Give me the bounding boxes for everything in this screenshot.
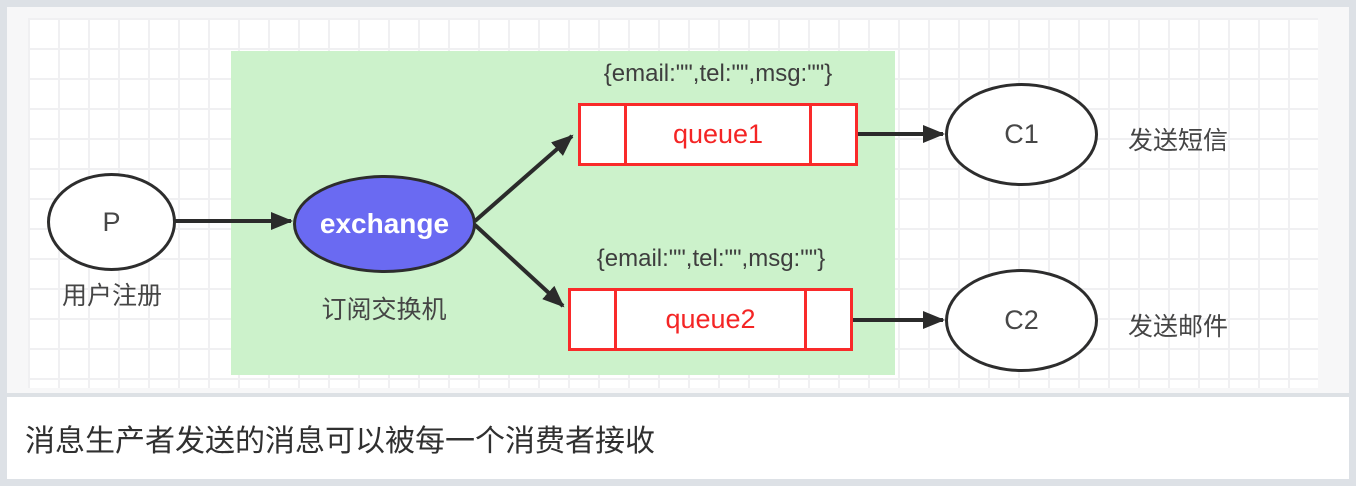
queue2-message-text: {email:"",tel:"",msg:""} — [596, 245, 826, 272]
queue2-node: queue2 — [568, 288, 853, 351]
producer-label: P — [102, 206, 121, 237]
consumer1-node: C1 — [945, 83, 1098, 186]
queue1-message-text: {email:"",tel:"",msg:""} — [603, 60, 833, 87]
consumer2-node: C2 — [945, 269, 1098, 372]
section-divider — [7, 393, 1349, 397]
consumer1-caption: 发送短信 — [1128, 127, 1229, 155]
exchange-label: exchange — [319, 208, 450, 239]
consumer2-label: C2 — [1004, 305, 1039, 335]
queue1-cell-main: queue1 — [624, 106, 812, 163]
queue2-cell-left — [571, 291, 614, 348]
diagram-caption: 消息生产者发送的消息可以被每一个消费者接收 — [25, 425, 655, 458]
queue1-cell-right — [812, 106, 855, 163]
caption-bar: 消息生产者发送的消息可以被每一个消费者接收 — [7, 397, 1349, 479]
exchange-caption: 订阅交换机 — [321, 296, 447, 324]
consumer2-caption: 发送邮件 — [1128, 313, 1229, 341]
content-area: P 用户注册 exchange 订阅交换机 {email:"",tel:"",m… — [7, 7, 1349, 479]
queue1-cell-left — [581, 106, 624, 163]
queue1-label: queue1 — [672, 119, 764, 149]
queue2-cell-right — [807, 291, 850, 348]
exchange-node: exchange — [293, 175, 476, 273]
queue1-node: queue1 — [578, 103, 858, 166]
producer-caption: 用户注册 — [61, 282, 162, 310]
consumer1-label: C1 — [1004, 119, 1039, 149]
queue2-label: queue2 — [665, 304, 756, 334]
fanout-exchange-diagram: P 用户注册 exchange 订阅交换机 {email:"",tel:"",m… — [7, 7, 1349, 393]
producer-node: P — [47, 173, 176, 271]
queue2-cell-main: queue2 — [614, 291, 807, 348]
